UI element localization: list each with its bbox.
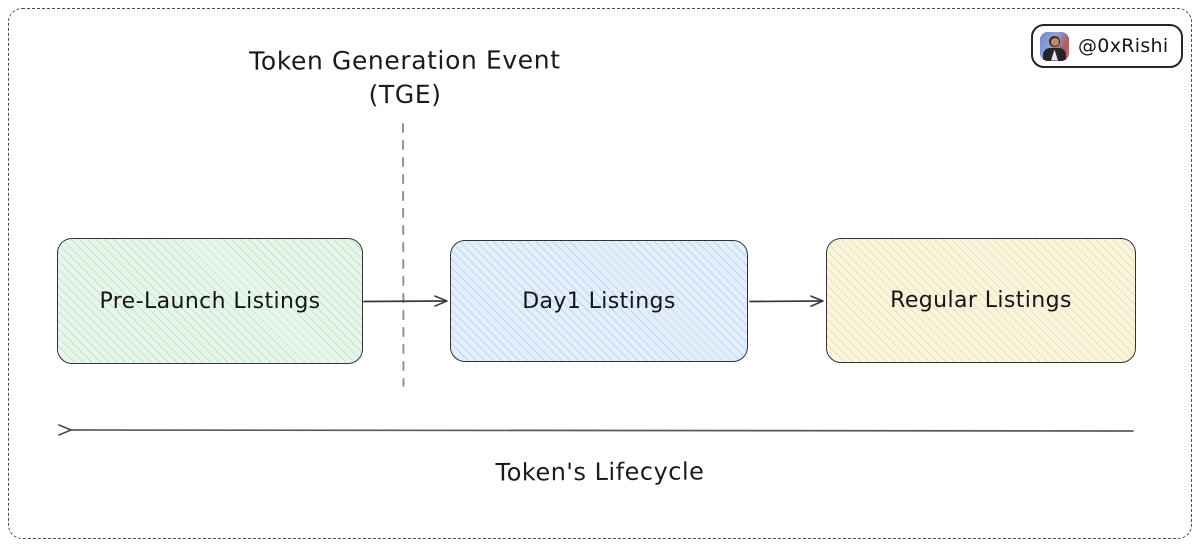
- tge-divider-dashed-line: [402, 123, 405, 387]
- node-day1-listings[interactable]: Day1 Listings: [450, 240, 748, 362]
- lifecycle-arrow-line: [58, 424, 1134, 436]
- watermark-badge[interactable]: @0xRishi: [1031, 24, 1184, 68]
- connector-prelaunch-to-day1: [363, 295, 448, 307]
- user-avatar-photo-icon: [1040, 31, 1069, 61]
- tge-title-line1: Token Generation Event: [249, 45, 561, 76]
- node-pre-launch-label: Pre-Launch Listings: [99, 288, 321, 314]
- lifecycle-caption: Token's Lifecycle: [495, 457, 705, 487]
- watermark-handle: @0xRishi: [1078, 35, 1169, 57]
- node-pre-launch-listings[interactable]: Pre-Launch Listings: [57, 238, 363, 364]
- connector-day1-to-regular: [749, 295, 824, 307]
- tge-title-line2: (TGE): [368, 79, 442, 110]
- tge-title: Token Generation Event (TGE): [200, 43, 610, 113]
- node-regular-listings[interactable]: Regular Listings: [826, 238, 1136, 363]
- node-regular-label: Regular Listings: [890, 288, 1072, 313]
- node-day1-label: Day1 Listings: [522, 288, 676, 314]
